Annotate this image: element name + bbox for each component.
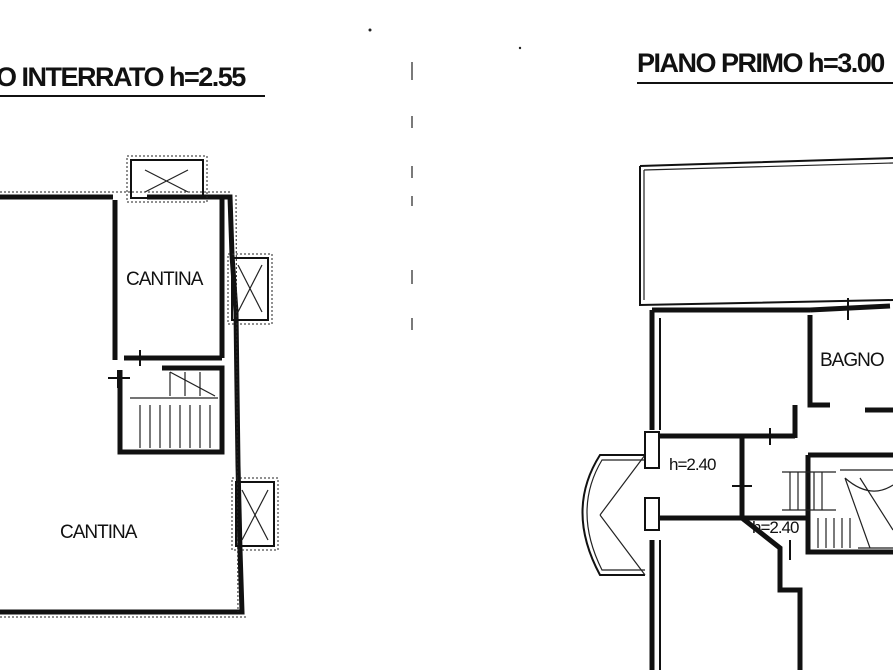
first-floor-corridor-wall [740, 433, 808, 670]
basement-light-well-lower [235, 481, 275, 547]
first-floor-room-label-bathroom: BAGNO [820, 350, 884, 371]
first-floor-terrace [639, 157, 893, 307]
first-floor-plan: PIANO PRIMO h=3.00 [581, 48, 893, 670]
first-floor-plan-title: PIANO PRIMO h=3.00 [637, 48, 884, 78]
basement-stair-wall [117, 365, 225, 455]
basement-light-well-top [130, 159, 204, 199]
first-floor-bathroom-wall [792, 315, 893, 438]
basement-plan-title: O INTERRATO h=2.55 [0, 62, 246, 92]
scan-marks [368, 28, 522, 330]
first-floor-height-label-2: h=2.40 [752, 518, 799, 537]
first-floor-bay-window [581, 454, 645, 576]
basement-room-label-2: CANTINA [60, 522, 138, 543]
basement-staircase [130, 371, 218, 448]
first-floor-small-room-wall [660, 433, 745, 521]
first-floor-staircase [782, 469, 893, 549]
basement-light-well-upper [231, 257, 269, 321]
basement-plan: O INTERRATO h=2.55 [0, 62, 279, 618]
first-floor-stair-wall [805, 452, 893, 555]
basement-room-label-1: CANTINA [126, 269, 204, 290]
first-floor-height-label-1: h=2.40 [669, 455, 716, 474]
